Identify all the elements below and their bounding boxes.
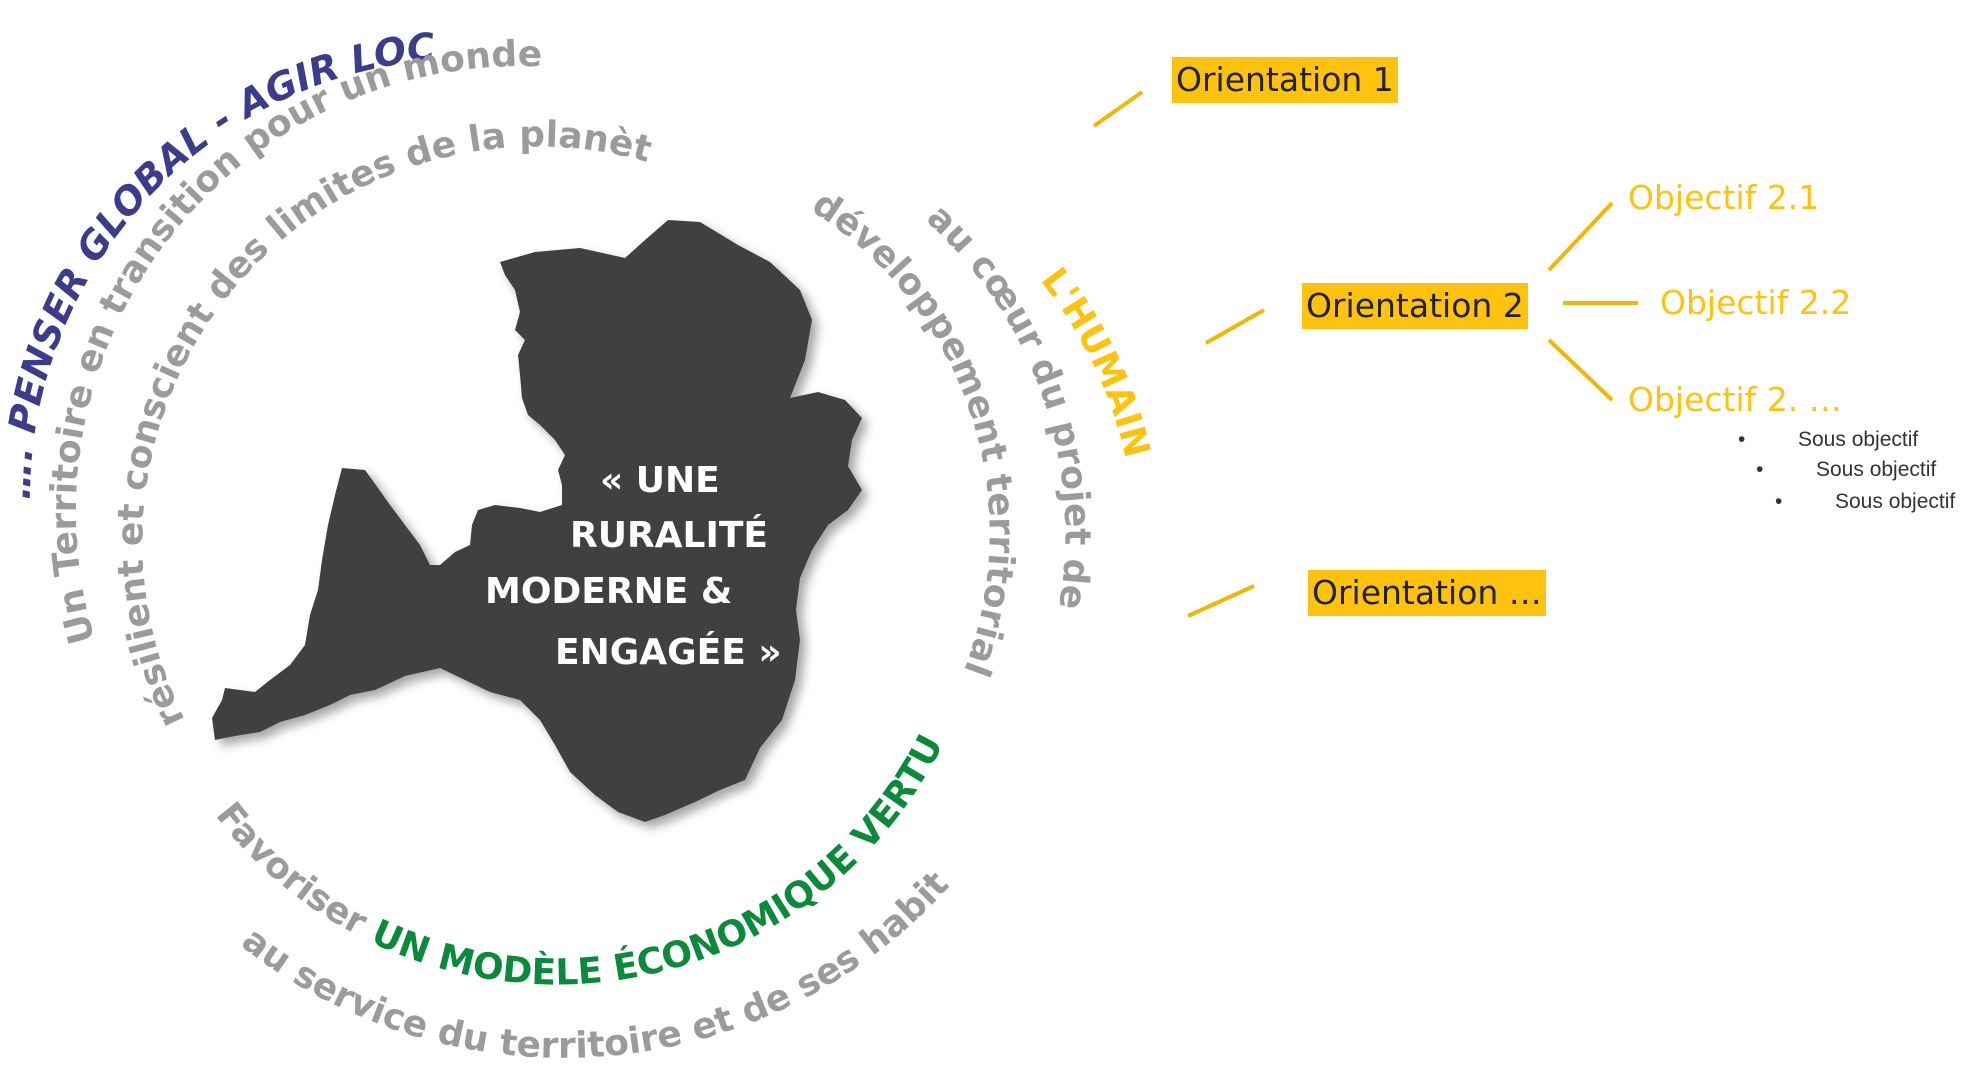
arc-text-favoriser: Favoriser [208,795,384,949]
objectif-2-3: Objectif 2. … [1628,380,1842,419]
sous-objectif-1: • Sous objectif [1738,427,1918,453]
map-label-line-4: ENGAGÉE » [555,631,782,673]
map-label-line-3: MODERNE & [485,571,732,612]
sous-objectif-label: Sous objectif [1798,428,1919,451]
connector-lines [1092,90,1638,618]
map-label-line-2: RURALITÉ [570,514,768,556]
connector-orientation-3 [1187,584,1255,618]
connector-orientation-1 [1092,90,1144,128]
objectif-2-2: Objectif 2.2 [1660,283,1852,322]
connector-objectif-2-1 [1547,201,1614,272]
orientation-3-box: Orientation … [1308,570,1546,616]
objectif-2-1: Objectif 2.1 [1628,178,1820,217]
bullet-icon: • [1756,458,1764,481]
map-label-line-1: « UNE [600,460,720,501]
connector-objectif-2-3 [1547,338,1614,402]
sous-objectif-3: • Sous objectif [1775,489,1955,515]
connector-orientation-2 [1205,308,1265,345]
map-label: « UNE RURALITÉ MODERNE & ENGAGÉE » [485,460,782,673]
sous-objectif-label: Sous objectif [1816,458,1937,481]
sous-objectif-label: Sous objectif [1835,490,1956,513]
orientation-1-box: Orientation 1 [1172,57,1398,103]
orientation-2-box: Orientation 2 [1302,283,1528,329]
bullet-icon: • [1738,428,1746,451]
territory-map-shape [212,220,862,822]
bullet-icon: • [1775,490,1783,513]
sous-objectif-2: • Sous objectif [1756,457,1936,483]
